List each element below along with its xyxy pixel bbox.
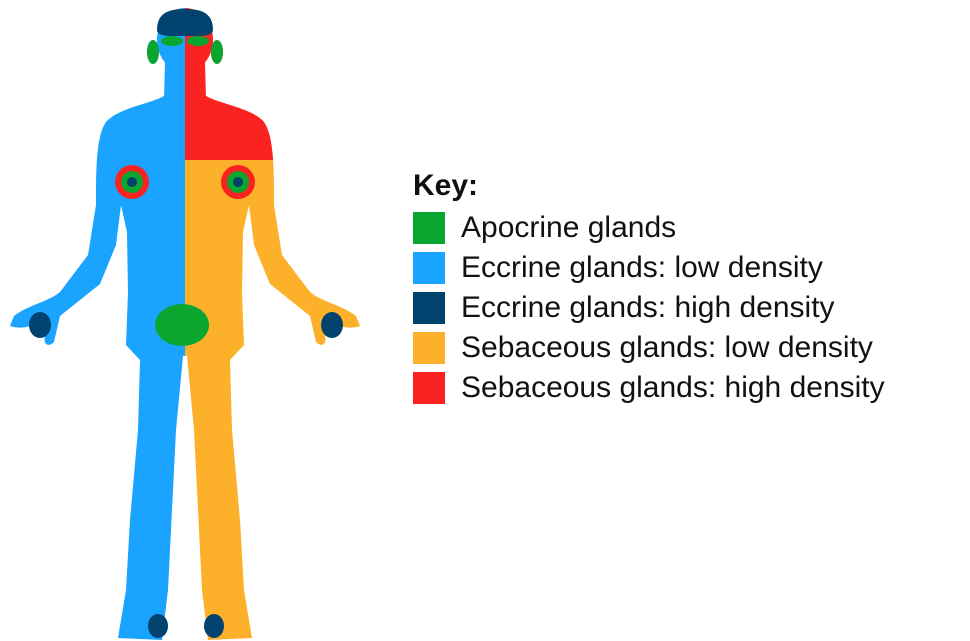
legend-item-sebaceous-low: Sebaceous glands: low density: [413, 328, 970, 368]
head-eccrine-high: [157, 9, 213, 36]
chest-left-glands: [115, 165, 149, 199]
legend-item-sebaceous-high: Sebaceous glands: high density: [413, 368, 970, 408]
legend-label: Apocrine glands: [461, 212, 676, 244]
legend-label: Eccrine glands: high density: [461, 292, 835, 324]
sebaceous-low-swatch-icon: [413, 332, 445, 364]
legend: Key: Apocrine glands Eccrine glands: low…: [413, 170, 970, 408]
ear-right-apocrine: [211, 40, 223, 64]
eccrine-high-swatch-icon: [413, 292, 445, 324]
sebaceous-high-swatch-icon: [413, 372, 445, 404]
legend-item-eccrine-high: Eccrine glands: high density: [413, 288, 970, 328]
sole-right-eccrine-high: [204, 614, 224, 638]
legend-item-apocrine: Apocrine glands: [413, 208, 970, 248]
palm-left-eccrine-high: [29, 312, 51, 338]
brow-right-apocrine: [187, 36, 209, 46]
legend-list: Apocrine glands Eccrine glands: low dens…: [413, 208, 970, 408]
groin-apocrine: [155, 304, 209, 346]
ear-left-apocrine: [147, 40, 159, 64]
legend-label: Sebaceous glands: low density: [461, 332, 873, 364]
legend-title: Key:: [413, 170, 970, 202]
legend-label: Sebaceous glands: high density: [461, 372, 885, 404]
chest-right-glands: [221, 165, 255, 199]
legend-item-eccrine-low: Eccrine glands: low density: [413, 248, 970, 288]
apocrine-swatch-icon: [413, 212, 445, 244]
sole-left-eccrine-high: [148, 614, 168, 638]
legend-label: Eccrine glands: low density: [461, 252, 823, 284]
palm-right-eccrine-high: [321, 312, 343, 338]
eccrine-low-swatch-icon: [413, 252, 445, 284]
brow-left-apocrine: [161, 36, 183, 46]
